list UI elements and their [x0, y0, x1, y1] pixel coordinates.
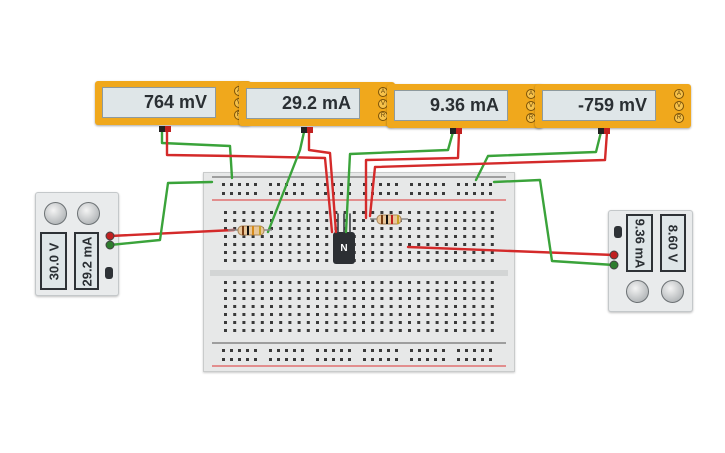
red-wire[interactable] [108, 228, 236, 238]
green-wire[interactable] [474, 130, 603, 182]
multimeter-3-display: 9.36 mA [394, 90, 508, 121]
multimeter-3[interactable]: 9.36 mA A V R [387, 84, 543, 128]
multimeter-1[interactable]: 764 mV A V R [95, 81, 251, 125]
output-switch[interactable] [614, 226, 622, 238]
transistor-legs [337, 213, 351, 233]
green-wire[interactable] [492, 178, 616, 267]
breadboard[interactable] [203, 172, 515, 372]
green-wire[interactable] [108, 180, 214, 247]
resistor-2[interactable] [370, 214, 408, 225]
voltage-display: 8.60 V [660, 214, 686, 272]
mode-v-button[interactable]: V [674, 101, 684, 111]
left-power-supply[interactable]: 30.0 V 29.2 mA [35, 192, 119, 296]
npn-transistor[interactable]: N [333, 232, 355, 264]
red-wire[interactable] [406, 245, 616, 257]
current-display: 9.36 mA [626, 214, 653, 272]
red-wire[interactable] [307, 130, 338, 234]
mode-a-button[interactable]: A [674, 89, 684, 99]
mode-r-button[interactable]: R [674, 113, 684, 123]
green-wire[interactable] [266, 130, 306, 234]
red-wire[interactable] [364, 130, 461, 220]
red-wire[interactable] [368, 130, 609, 218]
voltage-knob[interactable] [661, 280, 684, 303]
current-display: 29.2 mA [74, 232, 99, 290]
current-knob[interactable] [626, 280, 649, 303]
resistor-1[interactable] [228, 225, 272, 236]
multimeter-2-display: 29.2 mA [246, 88, 360, 119]
multimeter-1-display: 764 mV [102, 87, 216, 118]
voltage-display: 30.0 V [40, 232, 67, 290]
multimeter-2[interactable]: 29.2 mA A V R [239, 82, 395, 126]
multimeter-4[interactable]: -759 mV A V R [535, 84, 691, 128]
red-wire[interactable] [165, 128, 334, 234]
green-wire[interactable] [160, 128, 234, 180]
output-switch[interactable] [105, 267, 113, 279]
green-wire[interactable] [344, 130, 455, 234]
voltage-knob[interactable] [44, 202, 67, 225]
current-knob[interactable] [77, 202, 100, 225]
multimeter-4-display: -759 mV [542, 90, 656, 121]
right-power-supply[interactable]: 9.36 mA 8.60 V [608, 210, 693, 312]
